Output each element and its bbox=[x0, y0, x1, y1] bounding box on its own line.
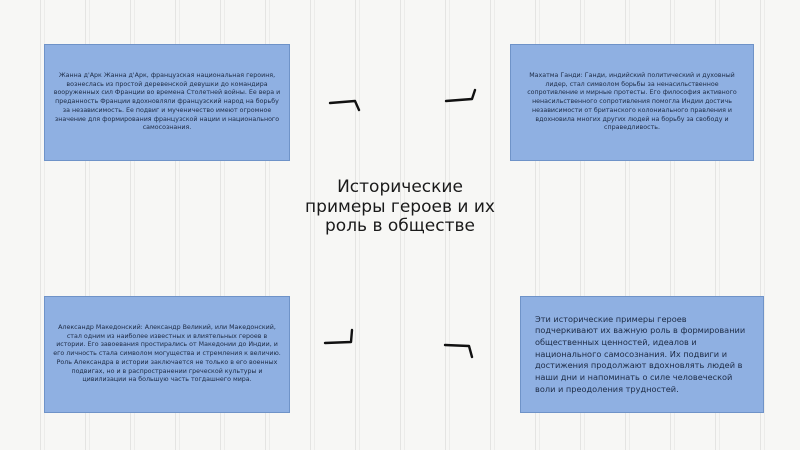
card-gandhi-text: Махатма Ганди: Ганди, индийский политиче… bbox=[527, 72, 737, 132]
card-summary: Эти исторические примеры героев подчерки… bbox=[520, 296, 764, 413]
connector-arrow-icon bbox=[328, 96, 362, 118]
card-summary-text: Эти исторические примеры героев подчерки… bbox=[535, 313, 746, 394]
card-alexander-text: Александр Македонский: Александр Великий… bbox=[53, 324, 281, 384]
connector-arrow-icon bbox=[323, 326, 357, 348]
connector-arrow-icon bbox=[443, 342, 477, 364]
central-title: Исторические примеры героев и их роль в … bbox=[305, 177, 495, 237]
card-joan-of-arc-text: Жанна д'Арк Жанна д'Арк, французская нац… bbox=[53, 72, 281, 132]
card-alexander: Александр Македонский: Александр Великий… bbox=[44, 296, 290, 413]
card-gandhi: Махатма Ганди: Ганди, индийский политиче… bbox=[510, 44, 754, 161]
connector-arrow-icon bbox=[444, 86, 478, 108]
card-joan-of-arc: Жанна д'Арк Жанна д'Арк, французская нац… bbox=[44, 44, 290, 161]
